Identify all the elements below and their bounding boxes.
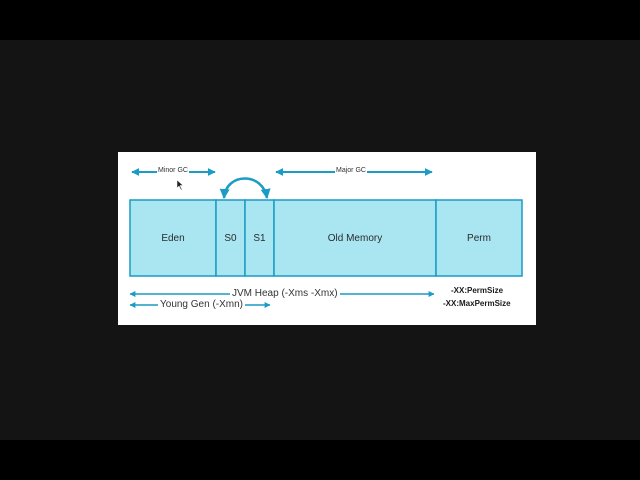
minor-gc-label: Minor GC bbox=[157, 167, 189, 174]
cursor-icon bbox=[176, 179, 184, 191]
old-memory-label: Old Memory bbox=[327, 233, 383, 244]
s0-label: S0 bbox=[224, 233, 237, 244]
jvm-heap-label: JVM Heap (-Xms -Xmx) bbox=[230, 288, 340, 299]
letterbox-bottom bbox=[0, 440, 640, 480]
perm-block bbox=[435, 199, 523, 277]
survivor-swap-arrow bbox=[219, 177, 271, 199]
letterbox-top bbox=[0, 0, 640, 40]
s1-block bbox=[244, 199, 275, 277]
diagram-slide: Eden S0 S1 Old Memory Perm Minor GC Majo… bbox=[118, 152, 536, 325]
s1-label: S1 bbox=[253, 233, 266, 244]
perm-label: Perm bbox=[467, 233, 491, 244]
eden-block bbox=[129, 199, 217, 277]
s0-block bbox=[215, 199, 246, 277]
old-memory-block bbox=[273, 199, 437, 277]
max-perm-size-flag: -XX:MaxPermSize bbox=[443, 299, 511, 308]
perm-size-flag: -XX:PermSize bbox=[451, 286, 504, 295]
diagram-canvas bbox=[129, 168, 523, 308]
major-gc-label: Major GC bbox=[335, 167, 367, 174]
eden-label: Eden bbox=[161, 233, 185, 244]
young-gen-label: Young Gen (-Xmn) bbox=[158, 299, 246, 310]
